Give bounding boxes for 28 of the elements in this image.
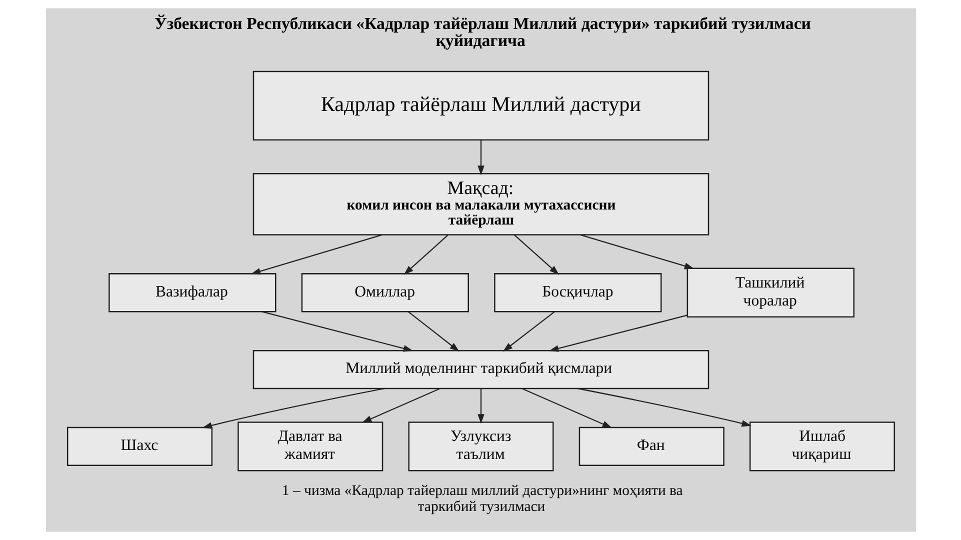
arrow [260, 311, 413, 352]
node-box: Омиллар [300, 273, 468, 312]
arrow [513, 234, 559, 275]
arrow [403, 234, 448, 275]
arrow [477, 388, 484, 424]
arrow [502, 311, 554, 352]
node-box: Фан [578, 426, 724, 466]
arrow [577, 388, 751, 427]
node-box: Узлуксиз таълим [408, 422, 554, 472]
arrow [548, 314, 687, 352]
arrow [477, 140, 484, 176]
node-box: Кадрлар тайёрлаш Миллий дастури [252, 70, 709, 141]
node-box: Ташкилий чоралар [686, 268, 854, 318]
arrow [202, 388, 384, 429]
arrow [521, 388, 612, 428]
arrow [580, 234, 694, 270]
arrow [361, 388, 440, 423]
arrow [408, 311, 459, 352]
node-box: Босқичлар [494, 273, 662, 312]
node-box: Давлат ва жамият [237, 422, 383, 472]
caption: 1 – чизма «Кадрлар тайерлаш миллий дастури»нинг моҳияти ва таркибий тузилмаси [281, 483, 682, 515]
node-box: Вазифалар [108, 273, 276, 312]
diagram-title: Ўзбекистон Республикаси «Кадрлар тайёрлаш Миллий дастури» таркибий тузилмаси қуйидагича [154, 14, 811, 50]
node-box: Мақсад: комил инсон ва малакали мутахассисни тайёрлаш [252, 173, 709, 236]
node-box: Шахс [66, 426, 212, 466]
node-box: Ишлаб чиқариш [748, 422, 895, 472]
node-box: Миллий моделнинг таркибий қисмлари [252, 350, 709, 390]
arrow [250, 234, 382, 275]
